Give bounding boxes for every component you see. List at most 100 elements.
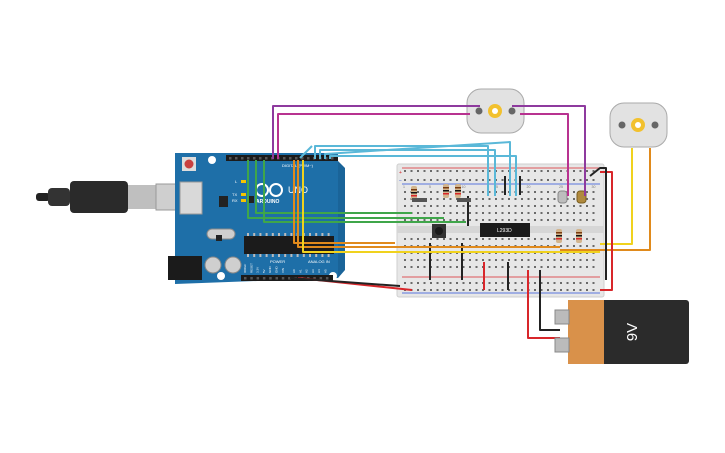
- breadboard-hole[interactable]: [560, 289, 562, 291]
- breadboard-hole[interactable]: [456, 179, 458, 181]
- breadboard-hole[interactable]: [410, 282, 413, 284]
- breadboard-hole[interactable]: [404, 205, 406, 207]
- breadboard-hole[interactable]: [534, 191, 536, 193]
- breadboard-hole[interactable]: [521, 170, 523, 172]
- breadboard-hole[interactable]: [501, 289, 504, 291]
- breadboard-hole[interactable]: [462, 289, 465, 291]
- breadboard-hole[interactable]: [547, 238, 549, 240]
- breadboard-hole[interactable]: [495, 266, 497, 268]
- breadboard-hole[interactable]: [488, 191, 491, 193]
- breadboard-hole[interactable]: [527, 170, 530, 172]
- header-pin[interactable]: [241, 157, 244, 160]
- breadboard-hole[interactable]: [475, 238, 478, 240]
- breadboard-hole[interactable]: [586, 259, 588, 261]
- breadboard-hole[interactable]: [553, 259, 556, 261]
- breadboard-hole[interactable]: [404, 238, 406, 240]
- breadboard-hole[interactable]: [417, 205, 419, 207]
- breadboard-hole[interactable]: [417, 219, 419, 221]
- breadboard-hole[interactable]: [573, 179, 575, 181]
- breadboard-hole[interactable]: [566, 238, 569, 240]
- breadboard-hole[interactable]: [423, 219, 426, 221]
- breadboard-hole[interactable]: [410, 266, 413, 268]
- breadboard-hole[interactable]: [462, 170, 465, 172]
- breadboard-hole[interactable]: [462, 238, 465, 240]
- breadboard-hole[interactable]: [443, 259, 445, 261]
- breadboard-hole[interactable]: [443, 179, 445, 181]
- breadboard-hole[interactable]: [560, 259, 562, 261]
- breadboard-hole[interactable]: [573, 205, 575, 207]
- breadboard-hole[interactable]: [566, 266, 569, 268]
- breadboard-hole[interactable]: [508, 205, 510, 207]
- header-pin[interactable]: [288, 277, 291, 280]
- breadboard-hole[interactable]: [547, 198, 549, 200]
- breadboard-hole[interactable]: [430, 289, 432, 291]
- breadboard-hole[interactable]: [488, 179, 491, 181]
- breadboard-hole[interactable]: [560, 282, 562, 284]
- breadboard-hole[interactable]: [488, 282, 491, 284]
- breadboard-hole[interactable]: [501, 170, 504, 172]
- breadboard-hole[interactable]: [417, 266, 419, 268]
- breadboard-hole[interactable]: [521, 179, 523, 181]
- breadboard-hole[interactable]: [573, 198, 575, 200]
- breadboard-hole[interactable]: [566, 245, 569, 247]
- breadboard-hole[interactable]: [404, 282, 406, 284]
- breadboard-hole[interactable]: [547, 212, 549, 214]
- breadboard-hole[interactable]: [495, 198, 497, 200]
- breadboard-hole[interactable]: [410, 205, 413, 207]
- breadboard-hole[interactable]: [573, 289, 575, 291]
- breadboard-hole[interactable]: [514, 289, 517, 291]
- breadboard-hole[interactable]: [534, 289, 536, 291]
- breadboard-hole[interactable]: [443, 238, 445, 240]
- breadboard-hole[interactable]: [566, 259, 569, 261]
- breadboard-hole[interactable]: [443, 282, 445, 284]
- breadboard-hole[interactable]: [527, 205, 530, 207]
- breadboard-hole[interactable]: [462, 282, 465, 284]
- breadboard-hole[interactable]: [586, 266, 588, 268]
- header-pin[interactable]: [269, 277, 272, 280]
- header-pin[interactable]: [265, 157, 268, 160]
- breadboard-hole[interactable]: [501, 266, 504, 268]
- breadboard-hole[interactable]: [514, 282, 517, 284]
- breadboard-hole[interactable]: [553, 219, 556, 221]
- breadboard-hole[interactable]: [423, 259, 426, 261]
- breadboard-hole[interactable]: [488, 259, 491, 261]
- breadboard-hole[interactable]: [430, 212, 432, 214]
- breadboard-hole[interactable]: [579, 266, 582, 268]
- reset-button[interactable]: [184, 159, 194, 169]
- header-pin[interactable]: [275, 277, 279, 280]
- breadboard-hole[interactable]: [540, 179, 543, 181]
- breadboard-hole[interactable]: [430, 170, 432, 172]
- breadboard-hole[interactable]: [501, 191, 504, 193]
- breadboard-hole[interactable]: [436, 170, 439, 172]
- header-pin[interactable]: [235, 157, 238, 160]
- header-pin[interactable]: [283, 157, 286, 160]
- breadboard-hole[interactable]: [521, 289, 523, 291]
- breadboard-hole[interactable]: [482, 198, 484, 200]
- breadboard-hole[interactable]: [521, 205, 523, 207]
- breadboard-hole[interactable]: [514, 259, 517, 261]
- breadboard-hole[interactable]: [501, 282, 504, 284]
- breadboard-hole[interactable]: [540, 289, 543, 291]
- header-pin[interactable]: [259, 157, 262, 160]
- breadboard-hole[interactable]: [436, 259, 439, 261]
- breadboard-hole[interactable]: [586, 289, 588, 291]
- breadboard-hole[interactable]: [527, 238, 530, 240]
- breadboard-hole[interactable]: [475, 259, 478, 261]
- breadboard-hole[interactable]: [592, 170, 595, 172]
- breadboard-hole[interactable]: [527, 219, 530, 221]
- breadboard-hole[interactable]: [534, 205, 536, 207]
- breadboard-hole[interactable]: [417, 238, 419, 240]
- breadboard-hole[interactable]: [514, 266, 517, 268]
- breadboard-hole[interactable]: [521, 238, 523, 240]
- header-pin[interactable]: [247, 157, 250, 160]
- breadboard-hole[interactable]: [573, 238, 575, 240]
- breadboard-hole[interactable]: [586, 282, 588, 284]
- breadboard-hole[interactable]: [475, 205, 478, 207]
- breadboard-hole[interactable]: [553, 179, 556, 181]
- breadboard-hole[interactable]: [443, 289, 445, 291]
- breadboard-hole[interactable]: [573, 259, 575, 261]
- breadboard-hole[interactable]: [469, 289, 471, 291]
- breadboard-hole[interactable]: [534, 282, 536, 284]
- breadboard-hole[interactable]: [495, 289, 497, 291]
- breadboard-hole[interactable]: [553, 282, 556, 284]
